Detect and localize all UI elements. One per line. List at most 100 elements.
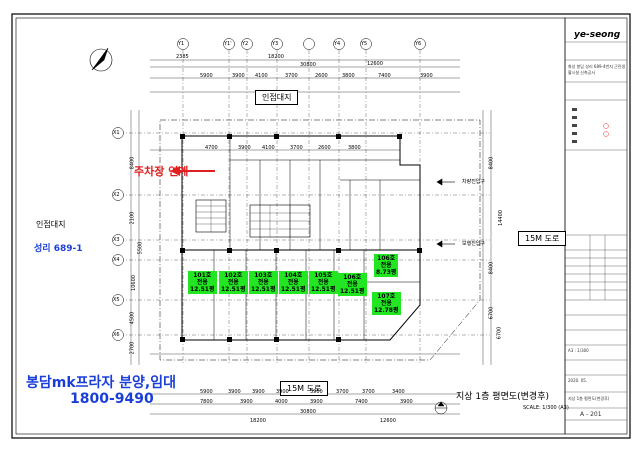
promo-text: 봉담mk프라자 분양,임대 xyxy=(26,375,177,391)
dimension-text: 3900 xyxy=(400,399,413,405)
axis-label-top: Y4 xyxy=(334,41,341,47)
dimension-text: 3400 xyxy=(392,389,405,395)
road-bottom-label: 15M 도로 xyxy=(280,381,329,396)
axis-label-left: X6 xyxy=(113,332,120,338)
unit-tag-area: 12.51평 xyxy=(281,286,306,293)
dimension-text: 3900 xyxy=(276,389,289,395)
dimension-text: 3900 xyxy=(228,389,241,395)
unit-tag-area: 8.73평 xyxy=(376,269,397,276)
unit-tag-use: 전용 xyxy=(227,279,239,286)
dimension-text: 12600 xyxy=(380,418,396,424)
unit-tag-area: 12.51평 xyxy=(311,286,336,293)
axis-label-top: Y1' xyxy=(224,41,232,47)
dimension-text: 7800 xyxy=(200,399,213,405)
dimension-text: 2100 xyxy=(129,211,136,225)
axis-label-top: Y1 xyxy=(178,41,185,47)
unit-tag-no: 103호 xyxy=(254,272,273,279)
company-logo-text: ye-seong xyxy=(574,30,621,40)
titleblock-date: 2020. 05. xyxy=(568,378,588,383)
dimension-text: 7400 xyxy=(355,399,368,405)
dimension-text: 30800 xyxy=(300,62,316,68)
drawing-title: 지상 1층 평면도(변경후) xyxy=(456,392,549,402)
parking-link-label: 주차장 연계 xyxy=(134,165,189,178)
dimension-text: 2385 xyxy=(176,54,189,60)
dimension-text: 4000 xyxy=(275,399,288,405)
dimension-text: 4100 xyxy=(262,145,275,151)
dimension-text: 12600 xyxy=(367,61,383,67)
dimension-text: 3800 xyxy=(342,73,355,79)
dimension-text: 4500 xyxy=(129,311,136,325)
neighbor-lot-left-label: 인접대지 xyxy=(36,220,66,229)
dimension-text: 18200 xyxy=(250,418,266,424)
unit-tag-area: 12.51평 xyxy=(251,286,276,293)
drawing-scale: SCALE: 1/300 (A3) xyxy=(523,405,569,411)
dimension-text: 8400 xyxy=(488,261,495,275)
neighbor-lot-number: 성리 689-1 xyxy=(34,244,83,254)
unit-tag-use: 전용 xyxy=(317,279,329,286)
unit-tag-no: 105호 xyxy=(314,272,333,279)
dimension-text: 8400 xyxy=(488,156,495,170)
dimension-text: 3900 xyxy=(240,399,253,405)
dimension-text: 3700 xyxy=(285,73,298,79)
dimension-text: 3900 xyxy=(310,399,323,405)
dimension-text: 5500 xyxy=(137,241,144,255)
unit-tag-area: 12.78평 xyxy=(374,307,399,314)
titleblock-scale: A3 : 1/300 xyxy=(568,348,589,353)
unit-tag-use: 전용 xyxy=(287,279,299,286)
unit-tag-no: 106호 xyxy=(377,255,396,262)
unit-tag-use: 전용 xyxy=(257,279,269,286)
dimension-text: 2700 xyxy=(129,341,136,355)
titleblock-project: 화성 봉담 성리 689-4번지 근린생활시설 신축공사 xyxy=(568,64,626,75)
axis-label-left: X2 xyxy=(113,192,120,198)
car-entrance-label: 차량진입구 xyxy=(462,179,486,185)
unit-tag-use: 전용 xyxy=(196,279,208,286)
dimension-text: 3700 xyxy=(336,389,349,395)
dimension-text: 3900 xyxy=(238,145,251,151)
pedestrian-entrance-label: 보행진입구 xyxy=(462,241,486,247)
unit-tag-no: 104호 xyxy=(284,272,303,279)
promo-phone: 1800-9490 xyxy=(70,391,154,407)
dimension-text: 3700 xyxy=(362,389,375,395)
dimension-text: 10600 xyxy=(130,275,137,291)
dimension-text: 30800 xyxy=(300,409,316,415)
axis-label-top: Y6 xyxy=(415,41,422,47)
dimension-text: 3900 xyxy=(420,73,433,79)
dimension-text: 6700 xyxy=(488,306,495,320)
dimension-text: 5900 xyxy=(200,389,213,395)
axis-label-top: Y3 xyxy=(272,41,279,47)
dimension-text: 3900 xyxy=(252,389,265,395)
unit-tag-area: 12.51평 xyxy=(221,286,246,293)
dimension-text: 4700 xyxy=(205,145,218,151)
unit-tag-no: 102호 xyxy=(224,272,243,279)
road-right-label: 15M 도로 xyxy=(518,231,567,246)
dimension-text: 18200 xyxy=(268,54,284,60)
unit-tag-area: 12.51평 xyxy=(340,288,365,295)
axis-label-left: X1 xyxy=(113,130,120,136)
dimension-text: 6700 xyxy=(496,326,503,340)
titleblock-drawing-name: 지상 1층 평면도(변경후) xyxy=(568,396,610,401)
dimension-text: 2600 xyxy=(315,73,328,79)
unit-tag-no: 101호 xyxy=(193,272,212,279)
axis-label-top: Y5 xyxy=(361,41,368,47)
unit-tag-use: 전용 xyxy=(380,300,392,307)
unit-tag-no: 107호 xyxy=(377,293,396,300)
dimension-text: 14400 xyxy=(497,210,504,226)
axis-label-left: X4 xyxy=(113,257,120,263)
dimension-text: 7400 xyxy=(378,73,391,79)
dimension-text: 2600 xyxy=(318,145,331,151)
axis-label-left: X3 xyxy=(113,237,120,243)
dimension-text: 3800 xyxy=(348,145,361,151)
axis-label-left: X5 xyxy=(113,297,120,303)
parking-link-arrow xyxy=(170,166,215,176)
dimension-text: 8400 xyxy=(129,156,136,170)
neighbor-lot-top-label: 인접대지 xyxy=(255,90,299,105)
